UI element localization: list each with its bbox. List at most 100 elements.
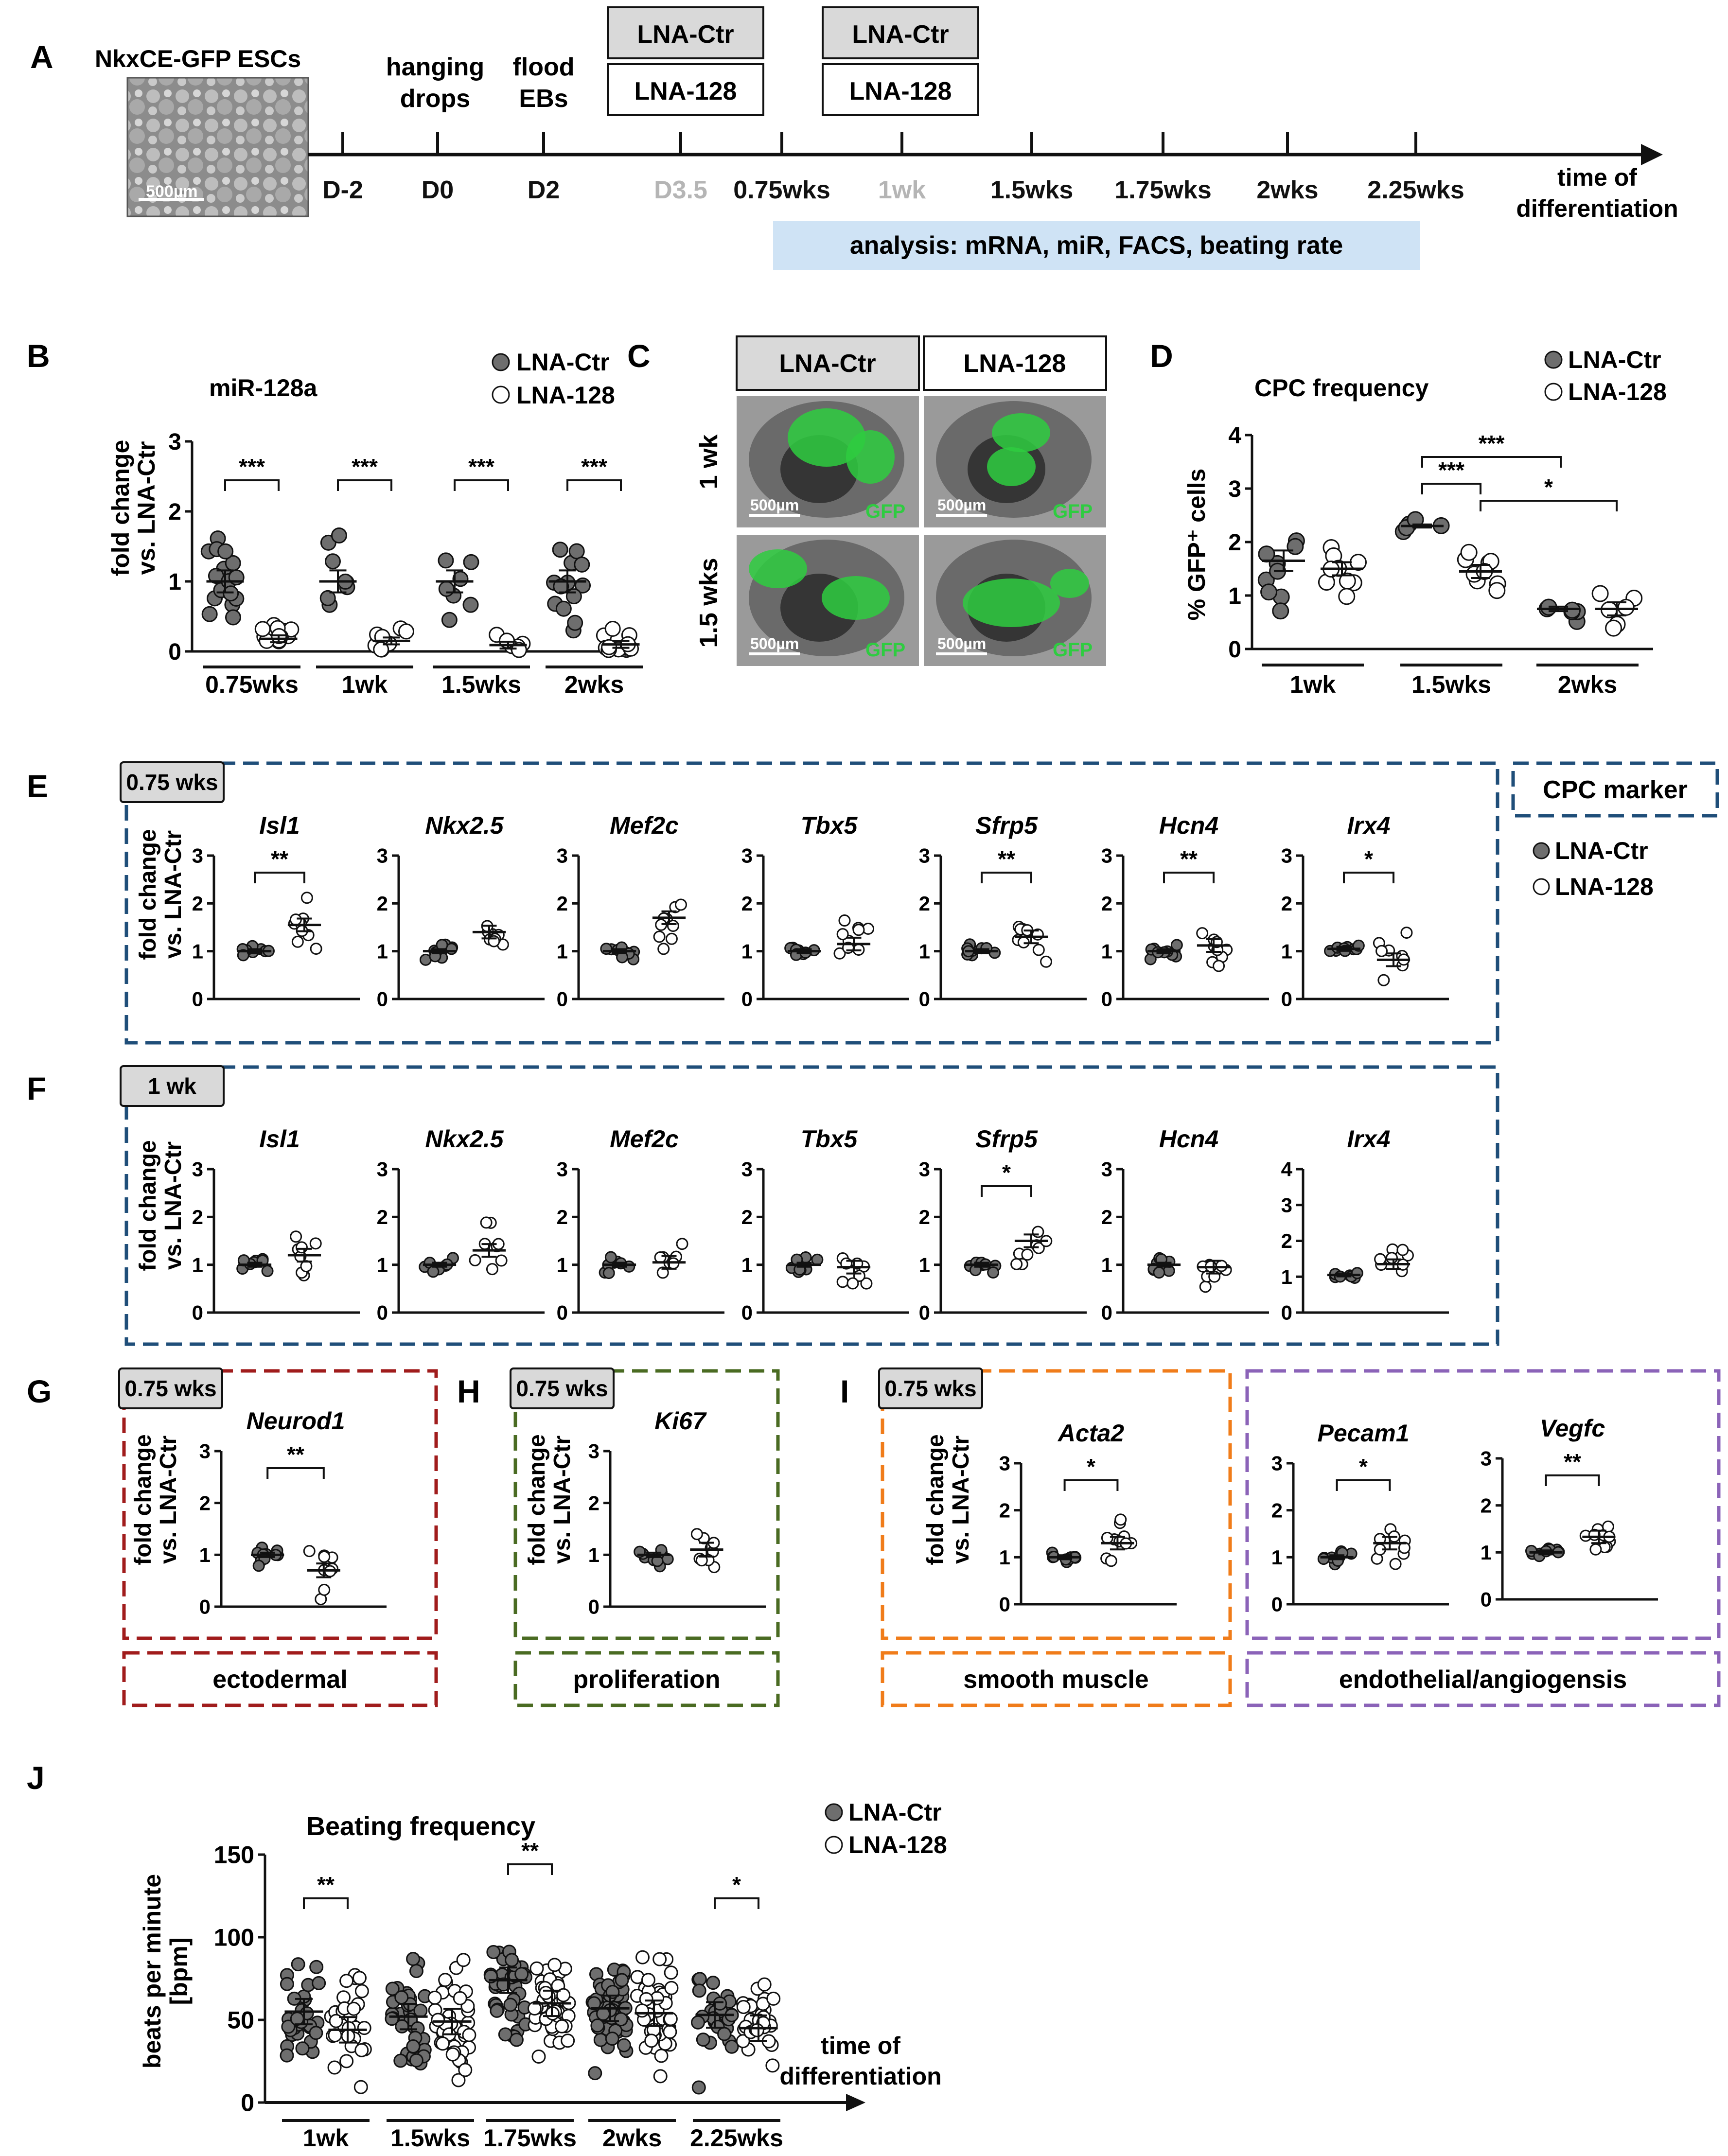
panel-j-ko-point <box>352 1971 367 1985</box>
panel-j-ko-point <box>561 2033 575 2048</box>
panel-j-ctr-point <box>617 2038 631 2052</box>
panel-e-nkx2.5-ytick-label: 3 <box>377 844 388 867</box>
panel-d-ko-point <box>1338 588 1356 605</box>
panel-f-nkx2.5-ytick-label: 2 <box>377 1206 388 1228</box>
panel-d-ko-point <box>1488 582 1506 599</box>
panel-i-pecam1-ytick-label: 3 <box>1271 1452 1283 1475</box>
timeline-tick-label: D2 <box>528 176 560 204</box>
panel-c-row-1wk: 1 wk <box>695 435 723 490</box>
panel-h-ki67-ko-point <box>690 1528 703 1541</box>
panel-j-ko-point <box>663 2025 677 2039</box>
panel-j-ko-point <box>327 2060 342 2075</box>
panel-e-irx4-ko-point <box>1400 927 1413 939</box>
panel-f-mef2c-ko-point <box>654 1251 667 1263</box>
panel-j-ctr-point <box>290 2012 304 2026</box>
panel-h-ki67-ytick-label: 0 <box>588 1595 600 1618</box>
micrograph-gfp-signal <box>963 578 1060 627</box>
panel-d-ytick-label: 3 <box>1228 476 1241 502</box>
step-flood: flood <box>512 53 574 81</box>
panel-j-xlabel-1: time of <box>821 2032 900 2059</box>
panel-j-ctr-point <box>309 2026 323 2040</box>
panel-j-legend-ko: LNA-128 <box>848 1831 947 1858</box>
panel-e-hcn4-bracket <box>1163 872 1215 883</box>
panel-g-neurod1-ko-point <box>303 1545 316 1558</box>
panel-i-pecam1-ytick-label: 1 <box>1271 1546 1283 1569</box>
panel-e-tbx5-ytick-label: 2 <box>741 892 753 915</box>
panel-i-ylabel-2: vs. LNA-Ctr <box>948 1436 974 1564</box>
panel-j-ko-point <box>736 2034 750 2049</box>
panel-f-isl1-ko-point <box>295 1241 308 1254</box>
panel-e-legend-ko-marker <box>1533 878 1550 895</box>
panel-j-legend-ctr: LNA-Ctr <box>848 1799 942 1826</box>
panel-b-category-label: 1wk <box>342 671 388 698</box>
panel-f-sfrp5-gene-title: Sfrp5 <box>975 1125 1038 1153</box>
panel-f-nkx2.5-ko-point <box>469 1254 481 1266</box>
panel-i-acta2-ytick-label: 1 <box>999 1546 1010 1569</box>
panel-f-tbx5-ytick-label: 0 <box>741 1301 753 1324</box>
panel-e-isl1-ko-point <box>291 935 304 948</box>
panel-f-tbx5-ytick-label: 3 <box>741 1158 753 1181</box>
panel-e-mef2c-gene-title: Mef2c <box>610 812 679 839</box>
panel-e-mef2c-ytick-label: 2 <box>557 892 568 915</box>
panel-b-ctr-point <box>217 543 234 560</box>
timeline-axis-label-2: differentiation <box>1516 195 1678 222</box>
timeline-axis-label-1: time of <box>1557 164 1637 191</box>
panel-b-ylabel-1: fold change <box>107 440 134 577</box>
micrograph-gfp-signal <box>1050 569 1089 598</box>
panel-b-bracket <box>454 479 509 491</box>
panel-j-ko-point <box>556 1988 571 2002</box>
panel-e-isl1-ko-point <box>289 913 302 926</box>
panel-j-category-label: 1.5wks <box>390 2124 470 2152</box>
panel-j-ko-point <box>757 1977 772 1992</box>
panel-i-vegfc-ko-point <box>1589 1543 1602 1556</box>
panel-d-title: CPC frequency <box>1254 374 1429 402</box>
panel-f-tbx5-ctr-point <box>811 1253 824 1266</box>
panel-i-pecam1-ytick-label: 2 <box>1271 1499 1283 1522</box>
panel-f-sfrp5-ko-point <box>1010 1258 1023 1270</box>
panel-j-ctr-point <box>498 2027 512 2042</box>
panel-j-ko-point <box>347 2001 361 2016</box>
panel-d-1-sig: *** <box>1438 457 1464 483</box>
panel-f-mef2c-ko-point <box>656 1266 669 1279</box>
panel-i-pecam1-gene-title: Pecam1 <box>1317 1420 1409 1447</box>
panel-g-neurod1-bracket <box>266 1467 325 1479</box>
panel-b-ko-point <box>398 623 415 640</box>
panel-b-sig: *** <box>581 454 607 479</box>
panel-j-ctr-point <box>280 2048 294 2063</box>
panel-g-neurod1-ytick-label: 1 <box>199 1543 211 1566</box>
panel-i-frame-a <box>881 1369 1232 1640</box>
panel-f-mef2c-ko-point <box>676 1238 688 1250</box>
panel-i-acta2-ytick-label: 3 <box>999 1452 1010 1475</box>
panel-j-ctr-point <box>691 2080 706 2095</box>
micrograph-gfp-label: GFP <box>1053 639 1093 661</box>
panel-f-hcn4-ko-point <box>1215 1260 1228 1272</box>
panel-j-ko-point <box>339 2054 354 2068</box>
panel-j-ytick-label: 100 <box>214 1924 254 1951</box>
panel-e-sfrp5-ytick-label: 3 <box>919 844 930 867</box>
panel-e-mef2c-ko-point <box>665 932 678 945</box>
panel-e-ylabel-2: vs. LNA-Ctr <box>160 830 186 959</box>
panel-f-ylabel-1: fold change <box>135 1140 161 1271</box>
panel-i-acta2-ytick-label: 0 <box>999 1593 1010 1616</box>
panel-f-irx4-ctr-point <box>1351 1267 1363 1280</box>
panel-j-ctr-point <box>393 2053 408 2068</box>
panel-j-ko-point <box>736 1999 751 2014</box>
step-hanging: hanging <box>386 53 484 81</box>
panel-b-ko-point <box>373 641 389 658</box>
panel-f-tbx5-ko-point <box>860 1277 873 1290</box>
panel-d-ylabel: % GFP⁺ cells <box>1183 469 1210 621</box>
panel-letter-a: A <box>30 39 53 75</box>
panel-j-ko-point <box>357 2021 371 2035</box>
panel-j-ctr-point <box>692 1983 706 1998</box>
panel-e-hcn4-gene-title: Hcn4 <box>1159 812 1218 839</box>
panel-f-irx4-ytick-label: 1 <box>1281 1265 1292 1288</box>
panel-j-ctr-point <box>692 1972 707 1986</box>
panel-j-ctr-point <box>291 1957 305 1972</box>
panel-f-nkx2.5-ytick-label: 1 <box>377 1253 388 1276</box>
panel-e-hcn4-ko-point <box>1213 960 1225 972</box>
panel-e-hcn4-ytick-label: 1 <box>1101 940 1112 963</box>
panel-b-ko-point <box>254 621 271 637</box>
panel-e-mef2c-ctr-point <box>600 943 613 955</box>
panel-j-ctr-point <box>409 1963 423 1978</box>
panel-e-isl1-ctr-point <box>237 949 249 962</box>
